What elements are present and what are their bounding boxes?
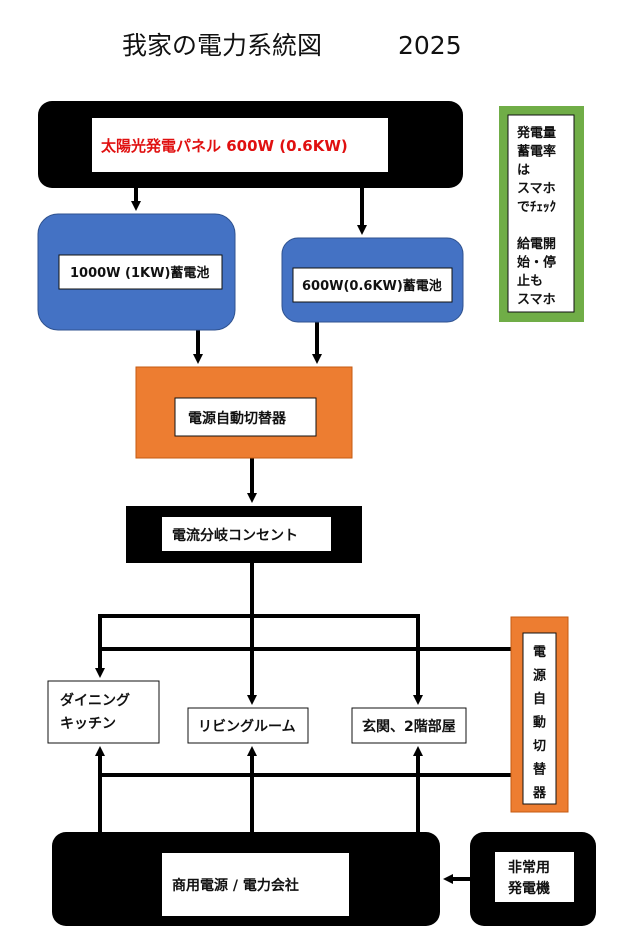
- room-living-label: リビングルーム: [198, 718, 296, 735]
- diagram-title: 我家の電力系統図: [122, 31, 322, 60]
- note-line: 給電開: [517, 236, 556, 252]
- note-line: 止も: [517, 273, 543, 289]
- auto-switch-vertical-char: 自: [533, 691, 546, 707]
- note-line: でﾁｪｯｸ: [517, 200, 557, 215]
- room-living: リビングルーム: [187, 707, 309, 744]
- note-line: は: [517, 163, 530, 178]
- auto-switch-vertical-node: 電源自動切替器: [510, 616, 569, 813]
- wires: [95, 188, 511, 884]
- generator-line1: 非常用: [508, 859, 550, 876]
- battery-1-node: 1000W (1KW)蓄電池: [37, 213, 236, 331]
- auto-switch-vertical-char: 電: [533, 645, 546, 660]
- note-line: 発電量: [516, 125, 556, 141]
- commercial-power-label: 商用電源 / 電力会社: [172, 877, 299, 894]
- auto-switch-label: 電源自動切替器: [188, 410, 287, 427]
- battery-2-label: 600W(0.6KW)蓄電池: [302, 278, 442, 294]
- auto-switch-node: 電源自動切替器: [135, 366, 353, 459]
- room-dining-kitchen: ダイニング キッチン: [47, 680, 160, 744]
- auto-switch-vertical-char: 源: [533, 668, 546, 684]
- generator-line2: 発電機: [507, 880, 550, 897]
- note-line: スマホ: [517, 182, 556, 197]
- auto-switch-vertical-char: 切: [533, 739, 546, 754]
- note-line: 始・停: [517, 255, 556, 271]
- room-entrance-label: 玄関、2階部屋: [362, 718, 456, 735]
- note-line: スマホ: [517, 293, 556, 308]
- battery-2-node: 600W(0.6KW)蓄電池: [281, 237, 464, 323]
- battery-1-label: 1000W (1KW)蓄電池: [70, 265, 209, 281]
- solar-panel-label: 太陽光発電パネル 600W (0.6KW): [101, 137, 348, 155]
- emergency-generator-node: 非常用 発電機: [470, 832, 596, 926]
- diagram-year: 2025: [398, 31, 462, 60]
- room-dining-line1: ダイニング: [60, 692, 130, 709]
- auto-switch-vertical-char: 動: [533, 715, 546, 731]
- room-entrance-2f: 玄関、2階部屋: [351, 707, 467, 744]
- solar-panel-node: 太陽光発電パネル 600W (0.6KW): [38, 101, 463, 188]
- auto-switch-vertical-char: 器: [532, 786, 547, 801]
- auto-switch-vertical-char: 替: [533, 762, 547, 778]
- distribution-outlet-node: 電流分岐コンセント: [126, 506, 362, 563]
- commercial-power-node: 商用電源 / 電力会社: [52, 832, 440, 926]
- note-line: 蓄電率: [517, 144, 556, 160]
- room-dining-line2: キッチン: [60, 716, 116, 732]
- distribution-outlet-label: 電流分岐コンセント: [172, 527, 298, 544]
